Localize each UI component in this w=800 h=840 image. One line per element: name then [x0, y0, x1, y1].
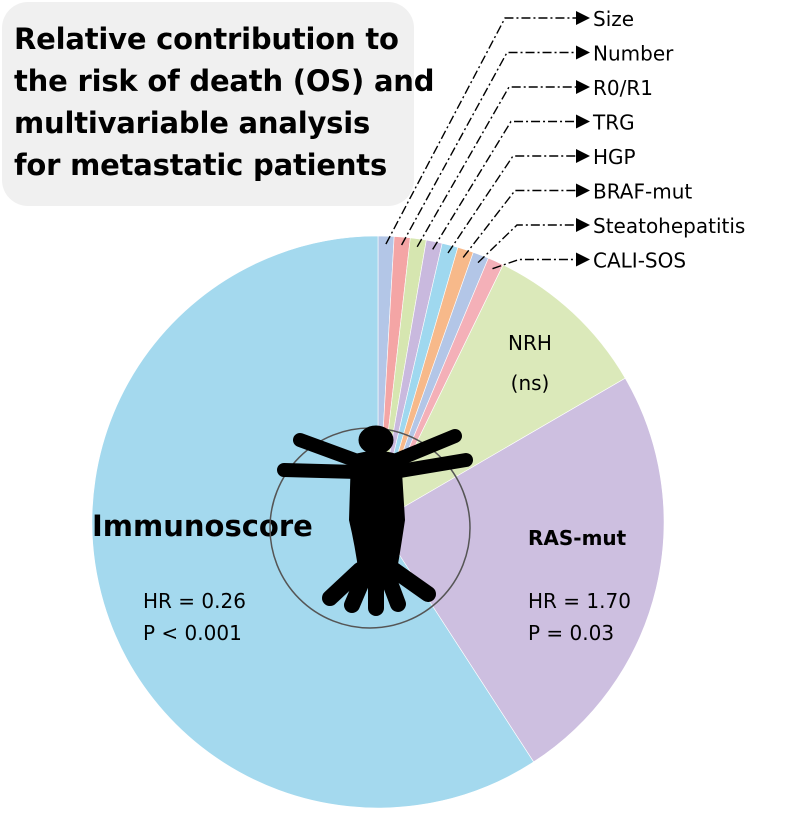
- callout-line-trg: [432, 120, 578, 250]
- title-line-1: Relative contribution to: [14, 22, 399, 56]
- callout-label-r0-r1: R0/R1: [593, 76, 653, 100]
- slice-label-nrh: NRH: [508, 331, 552, 355]
- slice-hr-immunoscore: HR = 0.26: [143, 589, 246, 613]
- callout-arrow-trg: [576, 114, 590, 129]
- title-line-2: the risk of death (OS) and: [14, 64, 435, 98]
- callout-arrow-cali-sos: [576, 252, 590, 267]
- pie-slice-immunoscore: [91, 235, 535, 809]
- callout-arrow-size: [576, 11, 590, 25]
- slice-p-immunoscore: P < 0.001: [143, 621, 242, 645]
- callout-line-steatohepatitis: [477, 224, 578, 264]
- pie-inner-labels: NRH (ns) RAS-mut HR = 1.70 P = 0.03 Immunosco…: [92, 331, 631, 645]
- title-line-4: for metastatic patients: [14, 148, 388, 182]
- slice-p-ras-mut: P = 0.03: [528, 621, 614, 645]
- callout-arrow-braf-mut: [576, 183, 590, 198]
- callout-line-braf-mut: [462, 189, 578, 258]
- slice-label-immunoscore: Immunoscore: [92, 509, 313, 543]
- callout-label-steatohepatitis: Steatohepatitis: [593, 214, 745, 238]
- callout-label-size: Size: [593, 7, 634, 31]
- callout-label-cali-sos: CALI-SOS: [593, 249, 686, 273]
- callout-arrow-steatohepatitis: [576, 218, 590, 232]
- callout-label-braf-mut: BRAF-mut: [593, 180, 692, 204]
- title-line-3: multivariable analysis: [14, 106, 371, 140]
- callout-line-number: [400, 51, 578, 246]
- callout-label-trg: TRG: [592, 111, 635, 135]
- slice-hr-ras-mut: HR = 1.70: [528, 589, 631, 613]
- callout-arrow-hgp: [576, 149, 590, 163]
- slice-note-nrh: (ns): [511, 371, 550, 395]
- callout-line-hgp: [447, 155, 578, 254]
- callout-label-number: Number: [593, 42, 674, 66]
- callout-arrow-number: [576, 45, 590, 60]
- callout-line-size: [385, 17, 578, 245]
- callout-arrow-r0-r1: [576, 80, 590, 94]
- slice-label-ras-mut: RAS-mut: [528, 526, 627, 550]
- pie-slice-ras-mut: [377, 377, 665, 763]
- callout-line-r0-r1: [416, 86, 578, 248]
- callout-label-hgp: HGP: [593, 145, 636, 169]
- vitruvian-figure-icon: [269, 425, 473, 629]
- title-box: Relative contribution to the risk of dea…: [2, 2, 435, 206]
